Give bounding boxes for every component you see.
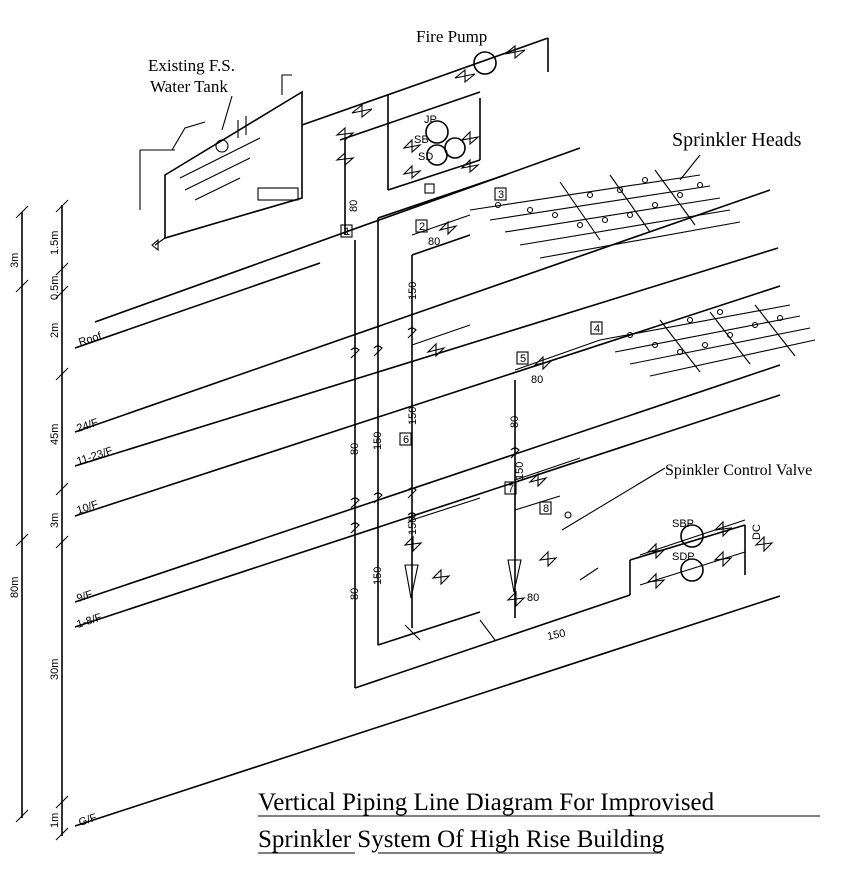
dim-45m: 45m — [49, 424, 61, 445]
sprinkler-grid-lower — [599, 304, 816, 377]
zone-tag: 6 — [403, 434, 409, 446]
dimension-lines — [15, 199, 69, 841]
pipe-size: 150 — [514, 462, 526, 480]
pipe-size: 150 — [407, 282, 419, 300]
zone-tag: 1 — [344, 226, 350, 238]
zone-tag: 5 — [520, 353, 526, 365]
floor-label-11-23f: 11-23/F — [75, 445, 114, 468]
pipe-size: 150 — [372, 567, 384, 585]
dim-0-5m: 0.5m — [49, 276, 61, 300]
pipe-size: 150 — [372, 432, 384, 450]
pump-tag: JP — [424, 114, 437, 126]
dim-2m: 2m — [49, 323, 61, 338]
pipe-size: 150 — [546, 627, 566, 643]
floor-label-roof: Roof — [77, 330, 104, 349]
control-valve-label: Spinkler Control Valve — [665, 462, 812, 479]
title-line2: Sprinkler System Of High Rise Building — [258, 826, 665, 853]
pipe-size: 80 — [527, 592, 539, 604]
pump-tag: SBP — [672, 518, 694, 530]
zone-tag: 7 — [508, 483, 514, 495]
zone-tag: 4 — [594, 323, 600, 335]
dim-3m-mid: 3m — [49, 513, 61, 528]
leader-lines — [221, 95, 701, 531]
zone-tag: 8 — [543, 503, 549, 515]
pump-tag: SD — [418, 151, 433, 163]
title-line1: Vertical Piping Line Diagram For Improvi… — [258, 789, 715, 816]
booster-pumps — [639, 519, 774, 590]
pipe-size: 80 — [349, 443, 361, 455]
floor-label-9f: 9/F — [75, 588, 94, 604]
zone-tag: 3 — [498, 189, 504, 201]
pipe-size: 150 — [407, 407, 419, 425]
floor-label-10f: 10/F — [75, 499, 100, 517]
dim-3m-top: 3m — [9, 253, 21, 268]
pipe-size: 80 — [509, 416, 521, 428]
floor-label-24f: 24/F — [75, 417, 100, 435]
fire-pump-label: Fire Pump — [416, 27, 487, 46]
pump-tag: SDP — [672, 551, 695, 563]
water-tank — [139, 74, 303, 252]
pump-tag: SB — [414, 134, 429, 146]
tank-label-line2: Water Tank — [150, 77, 228, 96]
dim-80m: 80m — [9, 577, 21, 598]
break-marks — [350, 327, 520, 534]
dim-30m: 30m — [49, 659, 61, 680]
zone-tags — [340, 187, 603, 515]
pipe-size: 150 — [407, 517, 419, 535]
dim-1m: 1m — [49, 813, 61, 828]
risers — [354, 174, 746, 689]
pump-tag: DC — [751, 524, 763, 540]
floor-label-gf: G/F — [77, 812, 98, 829]
dim-1-5m: 1.5m — [49, 231, 61, 255]
valve-stations — [403, 214, 601, 641]
pipe-size: 80 — [428, 236, 440, 248]
pipe-size: 80 — [348, 200, 360, 212]
floor-label-1-8f: 1-8/F — [75, 611, 103, 630]
zone-tag: 2 — [419, 221, 425, 233]
pipe-size: 80 — [531, 374, 543, 386]
fire-pump-assembly — [301, 37, 549, 235]
sprinkler-heads-label: Sprinkler Heads — [672, 129, 802, 151]
pipe-size: 80 — [349, 588, 361, 600]
sprinkler-grid-upper — [469, 169, 741, 259]
tank-label-line1: Existing F.S. — [148, 56, 235, 75]
